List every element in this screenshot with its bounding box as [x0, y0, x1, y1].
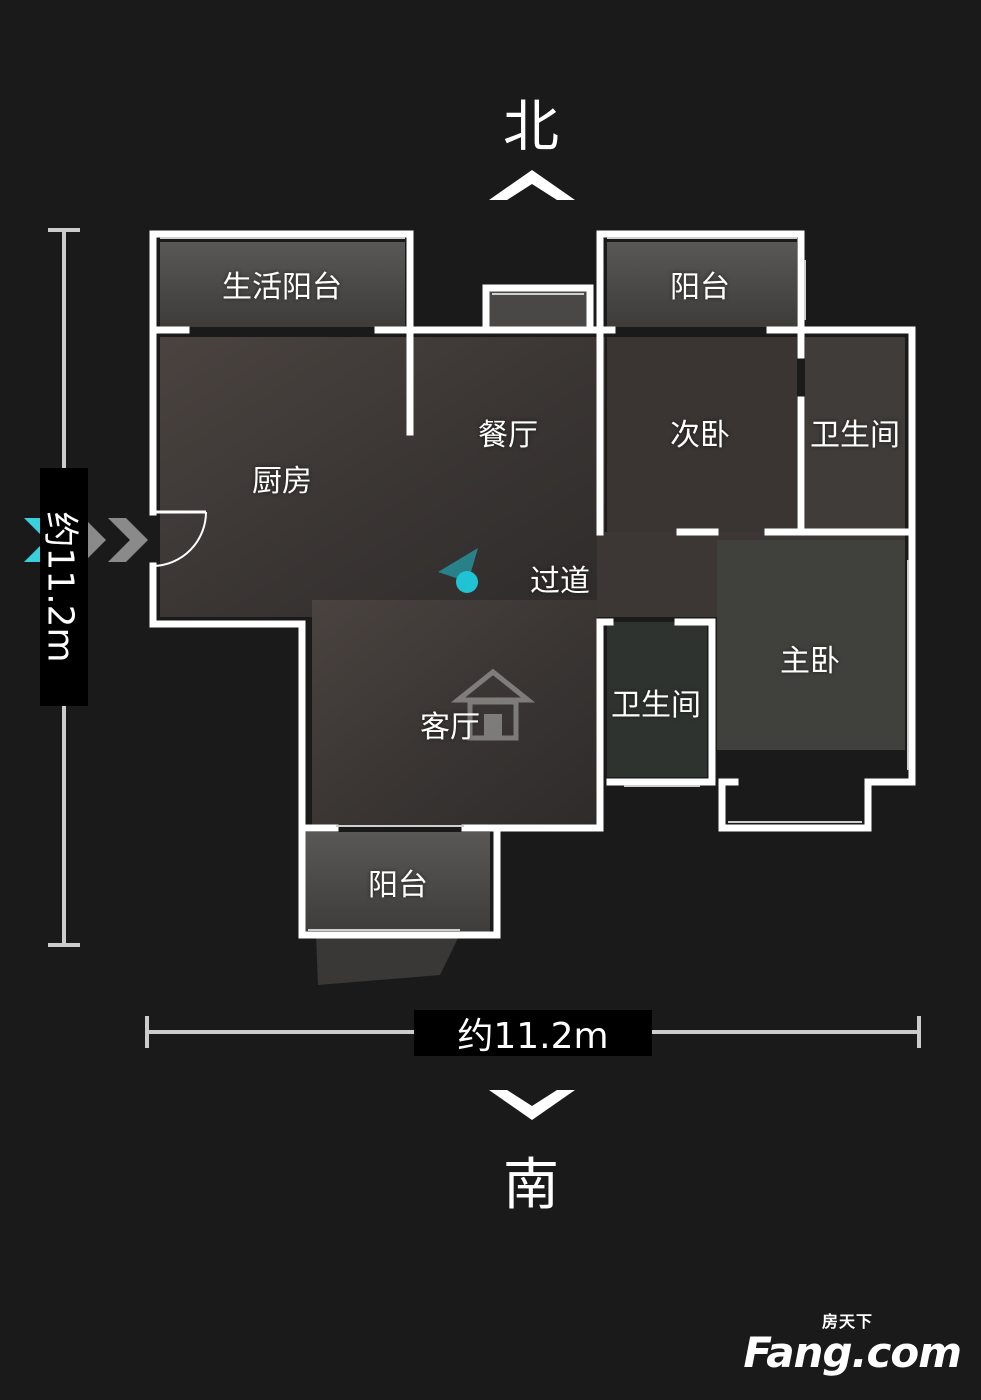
room-label-second-bedroom[interactable]: 次卧 — [670, 418, 730, 453]
room-label-master-bedroom[interactable]: 主卧 — [780, 644, 840, 679]
watermark-top-text: 房天下 — [821, 1312, 873, 1331]
room-label-living-room[interactable]: 客厅 — [420, 710, 480, 745]
entrance-door[interactable] — [152, 510, 207, 567]
room-label-hallway[interactable]: 过道 — [530, 564, 590, 599]
depth-dimension-text: 约11.2m — [40, 511, 82, 663]
room-label-south-balcony[interactable]: 阳台 — [368, 868, 428, 903]
watermark-logo-text: Fang.com — [743, 1328, 962, 1377]
south-chevron-icon[interactable] — [489, 1088, 575, 1122]
floor-fills — [160, 242, 905, 985]
north-chevron-icon[interactable] — [489, 168, 575, 202]
agency-logo-icon — [450, 668, 536, 741]
room-label-utility-balcony[interactable]: 生活阳台 — [222, 270, 342, 305]
room-label-bathroom-2[interactable]: 卫生间 — [611, 688, 701, 723]
south-label: 南 — [503, 1153, 559, 1218]
room-label-north-balcony[interactable]: 阳台 — [670, 270, 730, 305]
position-marker[interactable] — [438, 548, 478, 593]
north-label: 北 — [503, 95, 559, 160]
room-label-dining[interactable]: 餐厅 — [478, 418, 538, 453]
room-label-bathroom-1[interactable]: 卫生间 — [810, 418, 900, 453]
depth-dimension-label: 约11.2m — [40, 468, 88, 706]
windows — [160, 237, 909, 931]
room-label-kitchen[interactable]: 厨房 — [252, 464, 312, 499]
walls — [149, 230, 916, 939]
width-dimension-label: 约11.2m — [414, 1010, 652, 1057]
watermark: 房天下 Fang.com — [743, 1308, 962, 1377]
